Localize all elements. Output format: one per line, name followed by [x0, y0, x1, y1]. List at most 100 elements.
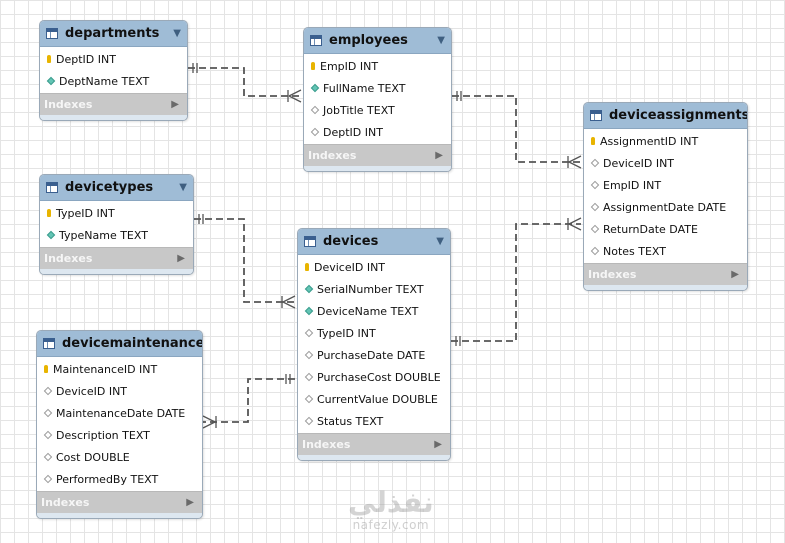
column-row[interactable]: EmpID INT	[584, 174, 747, 196]
many-marker	[288, 89, 302, 97]
column-label: CurrentValue DOUBLE	[317, 392, 438, 406]
expand-arrow-icon[interactable]: ▶	[434, 439, 442, 450]
nullable-column-icon	[304, 394, 314, 404]
nullable-column-icon	[43, 474, 53, 484]
not-null-column-icon	[304, 284, 314, 294]
nullable-column-icon	[590, 202, 600, 212]
column-label: Status TEXT	[317, 414, 384, 428]
many-marker	[568, 217, 582, 225]
indexes-section[interactable]: Indexes▶	[37, 491, 202, 518]
column-list: DeviceID INT SerialNumber TEXT DeviceName …	[298, 255, 450, 433]
column-row[interactable]: DeviceName TEXT	[298, 300, 450, 322]
table-name: devicetypes	[65, 180, 154, 195]
indexes-section[interactable]: Indexes▶	[304, 144, 451, 171]
table-employees[interactable]: employees ▼ EmpID INT FullName TEXT JobTitle…	[303, 27, 452, 172]
table-name: employees	[329, 33, 408, 48]
column-row[interactable]: PurchaseCost DOUBLE	[298, 366, 450, 388]
expand-arrow-icon[interactable]: ▶	[435, 150, 443, 161]
indexes-label: Indexes	[302, 438, 351, 451]
indexes-section[interactable]: Indexes ▶	[298, 433, 450, 460]
table-header[interactable]: employees ▼	[304, 28, 451, 54]
column-row[interactable]: DeptID INT	[304, 121, 451, 143]
collapse-arrow-icon[interactable]: ▼	[436, 236, 444, 247]
column-row[interactable]: TypeID INT	[40, 202, 193, 224]
collapse-arrow-icon[interactable]: ▼	[179, 182, 187, 193]
indexes-section[interactable]: Indexes▶	[40, 93, 187, 120]
primary-key-icon	[305, 263, 309, 271]
primary-key-icon	[47, 209, 51, 217]
column-row[interactable]: TypeName TEXT	[40, 224, 193, 246]
table-header[interactable]: deviceassignments▼	[584, 103, 747, 129]
many-marker	[202, 415, 216, 423]
table-icon	[43, 338, 55, 349]
nullable-column-icon	[590, 224, 600, 234]
column-row[interactable]: Status TEXT	[298, 410, 450, 432]
column-label: ReturnDate DATE	[603, 222, 698, 236]
expand-arrow-icon[interactable]: ▶	[177, 253, 185, 264]
column-row[interactable]: MaintenanceID INT	[37, 358, 202, 380]
table-header[interactable]: devicetypes ▼	[40, 175, 193, 201]
indexes-section[interactable]: Indexes▶	[584, 263, 747, 290]
column-row[interactable]: SerialNumber TEXT	[298, 278, 450, 300]
collapse-arrow-icon[interactable]: ▼	[437, 35, 445, 46]
primary-key-icon	[47, 55, 51, 63]
column-row[interactable]: JobTitle TEXT	[304, 99, 451, 121]
column-row[interactable]: DeviceID INT	[584, 152, 747, 174]
column-row[interactable]: DeptName TEXT	[40, 70, 187, 92]
column-row[interactable]: Cost DOUBLE	[37, 446, 202, 468]
column-row[interactable]: TypeID INT	[298, 322, 450, 344]
column-label: DeptID INT	[323, 125, 383, 139]
not-null-column-icon	[46, 230, 56, 240]
not-null-column-icon	[304, 306, 314, 316]
many-marker	[568, 223, 582, 231]
many-marker	[568, 155, 582, 163]
column-label: DeviceID INT	[314, 260, 386, 274]
many-marker	[282, 301, 296, 309]
column-row[interactable]: EmpID INT	[304, 55, 451, 77]
column-row[interactable]: MaintenanceDate DATE	[37, 402, 202, 424]
table-icon	[46, 28, 58, 39]
column-row[interactable]: Notes TEXT	[584, 240, 747, 262]
column-label: DeptID INT	[56, 52, 116, 66]
column-row[interactable]: FullName TEXT	[304, 77, 451, 99]
column-row[interactable]: AssignmentDate DATE	[584, 196, 747, 218]
column-row[interactable]: DeptID INT	[40, 48, 187, 70]
expand-arrow-icon[interactable]: ▶	[731, 269, 739, 280]
column-label: Notes TEXT	[603, 244, 666, 258]
column-list: DeptID INT DeptName TEXT	[40, 47, 187, 93]
column-label: MaintenanceID INT	[53, 362, 158, 376]
column-row[interactable]: PerformedBy TEXT	[37, 468, 202, 490]
many-marker	[202, 421, 216, 429]
column-row[interactable]: CurrentValue DOUBLE	[298, 388, 450, 410]
expand-arrow-icon[interactable]: ▶	[186, 497, 194, 508]
table-header[interactable]: devices▼	[298, 229, 450, 255]
column-label: FullName TEXT	[323, 81, 406, 95]
table-deviceassignments[interactable]: deviceassignments▼ AssignmentID INT Device…	[583, 102, 748, 291]
column-label: DeviceName TEXT	[317, 304, 419, 318]
table-header[interactable]: departments▼	[40, 21, 187, 47]
table-devicemaintenance[interactable]: devicemaintenance▼ MaintenanceID INT Devic…	[36, 330, 203, 519]
column-label: Cost DOUBLE	[56, 450, 130, 464]
column-label: PurchaseDate DATE	[317, 348, 426, 362]
column-row[interactable]: AssignmentID INT	[584, 130, 747, 152]
column-row[interactable]: Description TEXT	[37, 424, 202, 446]
collapse-arrow-icon[interactable]: ▼	[173, 28, 181, 39]
column-label: PerformedBy TEXT	[56, 472, 159, 486]
column-row[interactable]: DeviceID INT	[37, 380, 202, 402]
table-header[interactable]: devicemaintenance▼	[37, 331, 202, 357]
column-row[interactable]: ReturnDate DATE	[584, 218, 747, 240]
column-row[interactable]: DeviceID INT	[298, 256, 450, 278]
nullable-column-icon	[590, 158, 600, 168]
column-label: AssignmentID INT	[600, 134, 699, 148]
indexes-section[interactable]: Indexes▶	[40, 247, 193, 274]
table-icon	[46, 182, 58, 193]
column-row[interactable]: PurchaseDate DATE	[298, 344, 450, 366]
expand-arrow-icon[interactable]: ▶	[171, 99, 179, 110]
nullable-column-icon	[304, 350, 314, 360]
